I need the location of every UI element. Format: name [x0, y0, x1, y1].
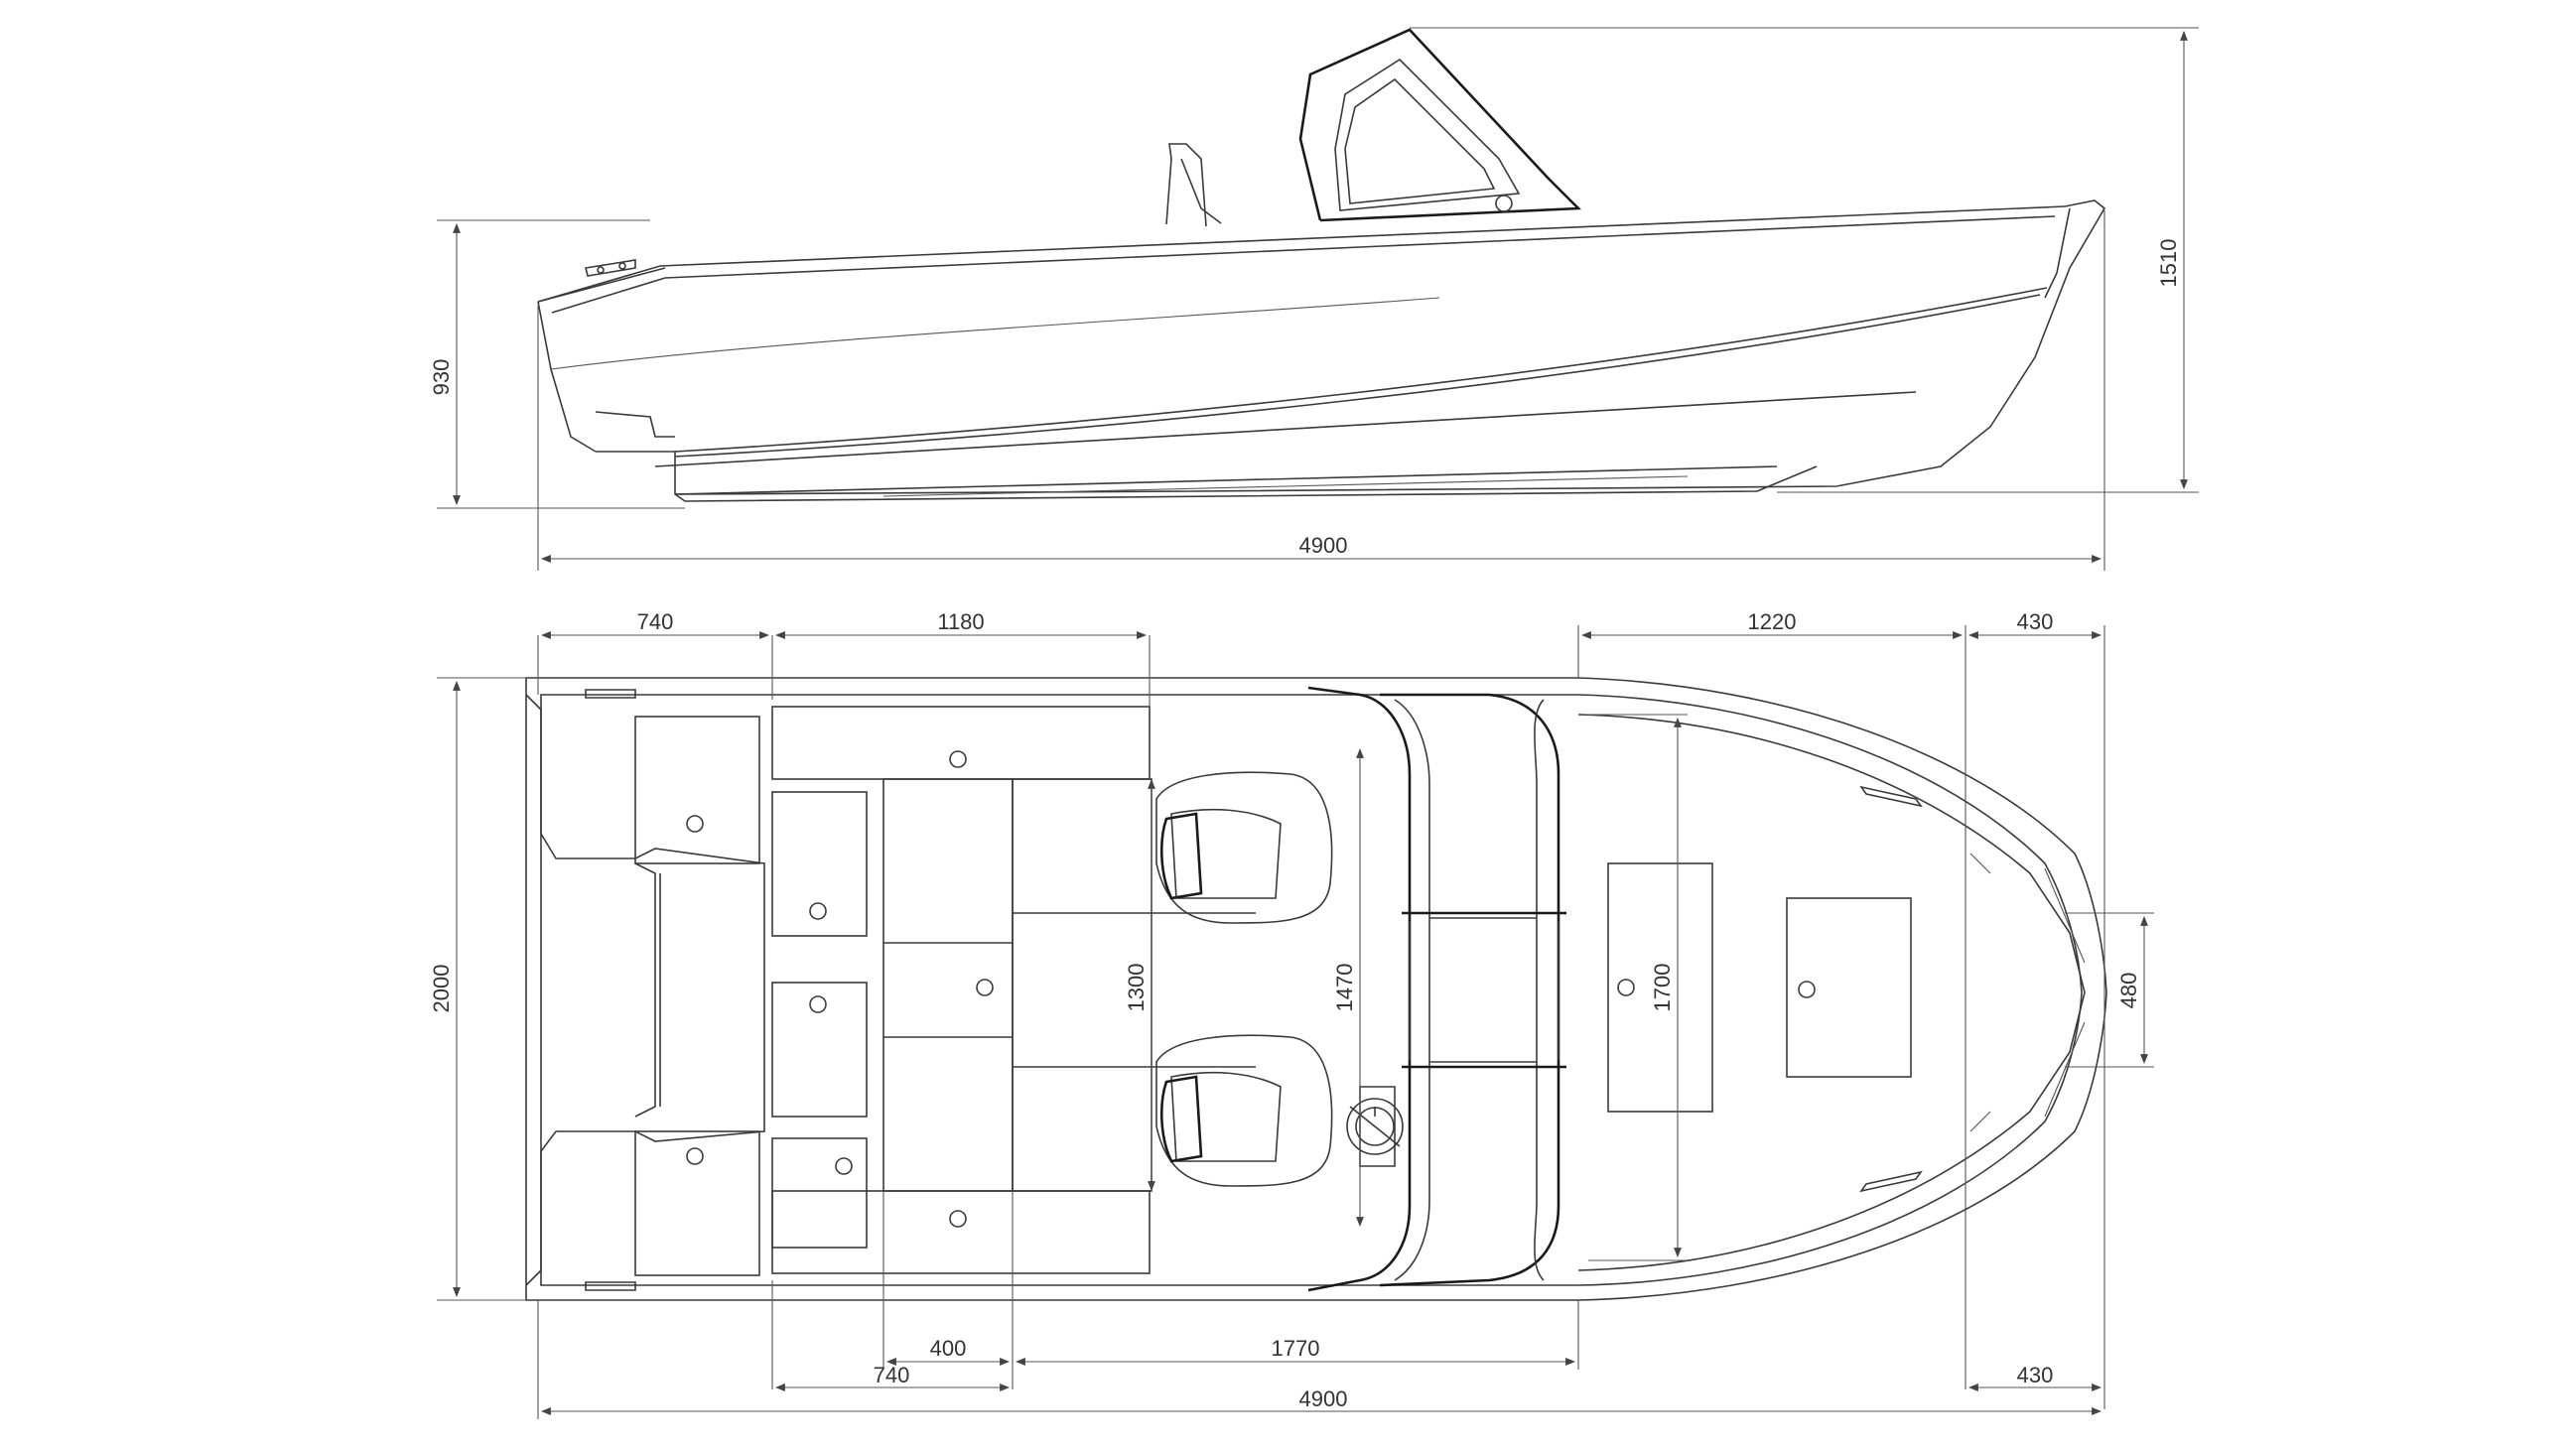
top-windshield: [1307, 686, 1566, 1292]
dim-1770: 1770: [1272, 1336, 1320, 1361]
top-dimensions: 740 1180 1220 430 2000 1300 1470 1700: [429, 609, 2154, 1419]
top-transom-area: [525, 689, 765, 1291]
dim-400: 400: [930, 1336, 967, 1361]
dim-430-top: 430: [2017, 609, 2054, 634]
top-foredeck: [1607, 785, 1923, 1193]
dim-430-bottom: 430: [2017, 1363, 2054, 1387]
dim-1180: 1180: [937, 609, 984, 634]
dim-4900-bottom: 4900: [1299, 1386, 1348, 1411]
top-seats: [1155, 771, 1333, 1187]
top-view: 740 1180 1220 430 2000 1300 1470 1700: [429, 609, 2154, 1419]
side-windshield: [1298, 28, 1582, 222]
dim-480: 480: [2116, 973, 2141, 1009]
dim-740-bottom: 740: [874, 1363, 910, 1387]
dim-930: 930: [429, 359, 454, 396]
dim-1510: 1510: [2156, 239, 2181, 288]
top-hull-outline: [525, 677, 2107, 1301]
side-hull: [537, 199, 2106, 502]
dim-4900-top: 4900: [1299, 533, 1348, 558]
dim-1700: 1700: [1650, 964, 1675, 1012]
side-view: 930 1510 4900: [429, 27, 2199, 571]
dim-1300: 1300: [1124, 964, 1149, 1012]
top-cockpit-floor: [771, 706, 1256, 1274]
side-deck-fittings: [585, 259, 636, 277]
side-seat: [1165, 143, 1222, 227]
dim-2000: 2000: [429, 965, 454, 1013]
dim-740-top: 740: [637, 609, 674, 634]
dim-1220: 1220: [1748, 609, 1797, 634]
dim-1470: 1470: [1332, 964, 1357, 1012]
side-dimensions: 930 1510 4900: [429, 27, 2199, 571]
